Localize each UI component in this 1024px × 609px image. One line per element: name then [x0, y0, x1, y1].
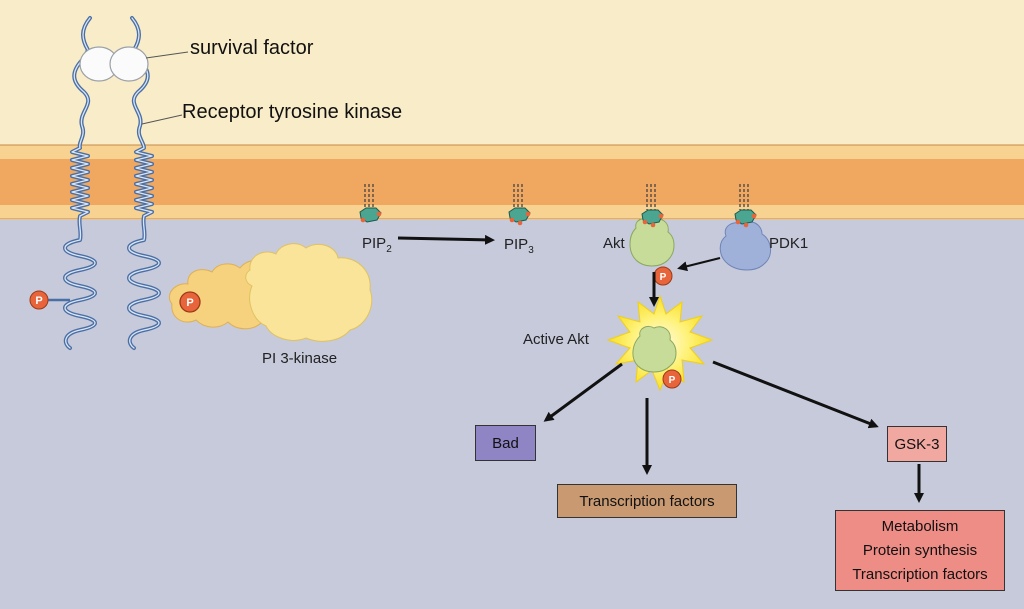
receptor-phosphate-left: [29, 290, 70, 310]
pip3-lipid: [508, 184, 531, 226]
phospho-label-pi3k: P: [186, 297, 193, 309]
arrow-pdk1-to-akt: [677, 257, 721, 272]
survival-factor-leader: [145, 51, 189, 59]
gsk3-downstream-box: Metabolism Protein synthesis Transcripti…: [835, 510, 1005, 591]
akt-protein: [629, 184, 675, 286]
membrane-outer-leaflet: [0, 145, 1024, 159]
pdk1-protein: [719, 184, 771, 271]
receptor-leader: [141, 114, 183, 125]
pip2-label-subscript: 2: [386, 244, 392, 255]
downstream-transcription-factors: Transcription factors: [852, 565, 988, 583]
pip2-label-base: PIP: [362, 235, 387, 252]
pip3-label: PIP3: [504, 236, 534, 256]
phospho-label-receptor: P: [35, 295, 42, 307]
active-akt-label: Active Akt: [523, 331, 589, 348]
arrow-to-bad: [543, 362, 623, 422]
membrane-core: [0, 159, 1024, 205]
phospho-label-akt: P: [660, 272, 667, 283]
pathway-arrows: [397, 234, 924, 503]
downstream-protein-synthesis: Protein synthesis: [862, 541, 978, 559]
akt-label: Akt: [603, 235, 625, 252]
transcription-factors-box: Transcription factors: [557, 484, 737, 518]
receptor-tyrosine-kinase: [63, 16, 161, 350]
pip3-label-base: PIP: [504, 236, 529, 253]
downstream-metabolism: Metabolism: [881, 517, 959, 535]
active-akt-burst: [606, 294, 714, 392]
survival-factor-ligand: [79, 46, 149, 82]
phospho-label-active-akt: P: [669, 375, 676, 386]
arrow-to-gsk3: [712, 360, 879, 429]
pip2-lipid: [359, 184, 382, 223]
gsk3-box: GSK-3: [887, 426, 947, 462]
extracellular-space: [0, 0, 1024, 145]
pi3-kinase-label: PI 3-kinase: [262, 350, 338, 367]
pdk1-label: PDK1: [769, 235, 809, 252]
receptor-label: Receptor tyrosine kinase: [182, 101, 403, 123]
arrow-pip2-to-pip3: [397, 234, 495, 245]
survival-factor-label: survival factor: [190, 37, 314, 59]
bad-box: Bad: [475, 425, 536, 461]
pip3-label-subscript: 3: [528, 245, 534, 256]
pi3-kinase-enzyme: [168, 243, 373, 342]
pip2-label: PIP2: [362, 235, 392, 255]
